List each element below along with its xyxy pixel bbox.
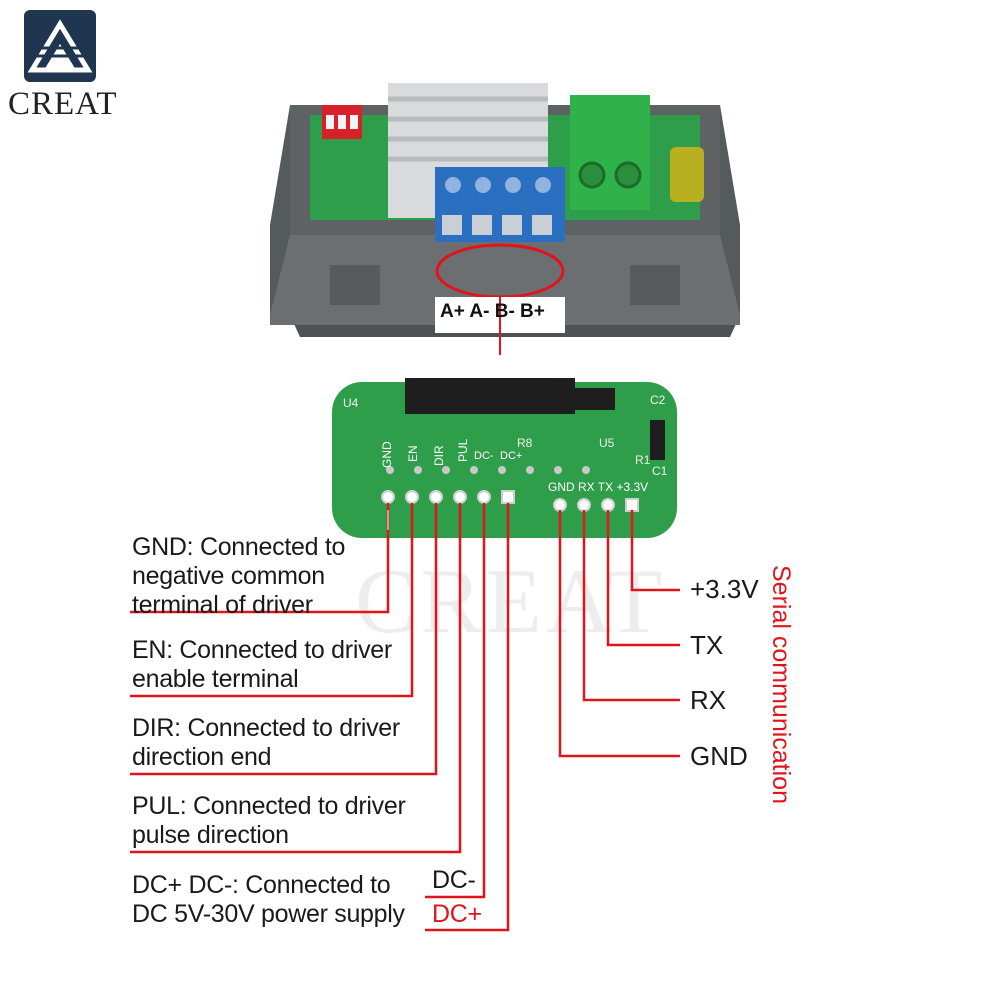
creat-logo-icon (24, 10, 96, 82)
pul-description: PUL: Connected to driver pulse direction (132, 792, 406, 850)
silk-c1: C1 (652, 464, 668, 478)
silk-u5: U5 (599, 436, 615, 450)
dc-minus-label: DC- (432, 866, 476, 894)
silk-dc-plus: DC+ (500, 450, 523, 462)
dc-line-2: DC 5V-30V power supply (132, 900, 405, 928)
serial-gnd-label: GND (690, 741, 748, 771)
gnd-description: GND: Connected to negative common termin… (132, 533, 345, 620)
dc-line-1: DC+ DC-: Connected to (132, 871, 391, 899)
dc-description: DC+ DC-: Connected to DC 5V-30V power su… (132, 871, 405, 929)
logo-text: CREAT (8, 86, 118, 122)
dc-plus-label: DC+ (432, 900, 482, 928)
serial-communication-title: Serial communication (767, 565, 795, 804)
dir-description: DIR: Connected to driver direction end (132, 714, 400, 772)
gnd-line-2: negative common (132, 562, 325, 590)
silk-r1: R1 (635, 453, 651, 467)
silk-c2: C2 (650, 393, 666, 407)
gnd-line-1: GND: Connected to (132, 533, 346, 561)
silk-u4: U4 (343, 396, 359, 410)
serial-tx-label: TX (690, 630, 724, 660)
en-line-2: enable terminal (132, 665, 299, 693)
en-line-1: EN: Connected to driver (132, 636, 392, 664)
en-description: EN: Connected to driver enable terminal (132, 636, 392, 694)
gnd-line-3: terminal of driver (132, 591, 313, 619)
driver-module-photo (270, 83, 740, 355)
silk-dc-minus: DC- (474, 450, 494, 462)
silk-serial-header: GND RX TX +3.3V (548, 480, 649, 494)
silk-r8: R8 (517, 436, 533, 450)
dir-line-2: direction end (132, 743, 272, 771)
terminal-label: A+ A- B- B+ (440, 301, 545, 322)
pul-line-2: pulse direction (132, 821, 289, 849)
pul-line-1: PUL: Connected to driver (132, 792, 406, 820)
serial-3v3-label: +3.3V (690, 574, 759, 604)
serial-rx-label: RX (690, 685, 727, 715)
dir-line-1: DIR: Connected to driver (132, 714, 400, 742)
